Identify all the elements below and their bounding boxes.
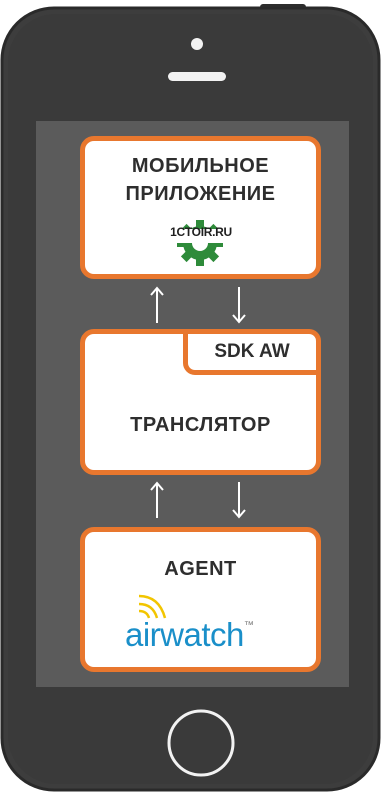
arrow-down-icon (232, 287, 246, 324)
airwatch-tm: ™ (243, 620, 254, 631)
speaker-icon (168, 72, 226, 81)
airwatch-wordmark: airwatch (125, 616, 244, 653)
mobile-app-title-line2: ПРИЛОЖЕНИЕ (125, 183, 276, 205)
translator-title: ТРАНСЛЯТОР (130, 414, 271, 436)
gear-logo-text: 1CTOIR.RU (170, 225, 232, 239)
wifi-waves-icon (138, 594, 167, 619)
mobile-app-title-line1: МОБИЛЬНОЕ (131, 155, 270, 177)
arrow-up-icon (150, 286, 164, 323)
airwatch-logo-text: airwatch™ (125, 616, 254, 654)
mobile-app-box: МОБИЛЬНОЕ ПРИЛОЖЕНИЕ 1CTOIR.RU (80, 136, 321, 279)
agent-title: AGENT (164, 558, 237, 580)
arrow-down-icon (232, 482, 246, 519)
sdk-aw-label: SDK AW (183, 329, 321, 375)
gear-logo-icon (165, 220, 235, 266)
arrow-up-icon (150, 481, 164, 518)
translator-box: SDK AW ТРАНСЛЯТОР (80, 329, 321, 475)
home-button-icon[interactable] (167, 709, 235, 777)
agent-box: AGENT airwatch™ (80, 527, 321, 672)
camera-icon (191, 38, 203, 50)
